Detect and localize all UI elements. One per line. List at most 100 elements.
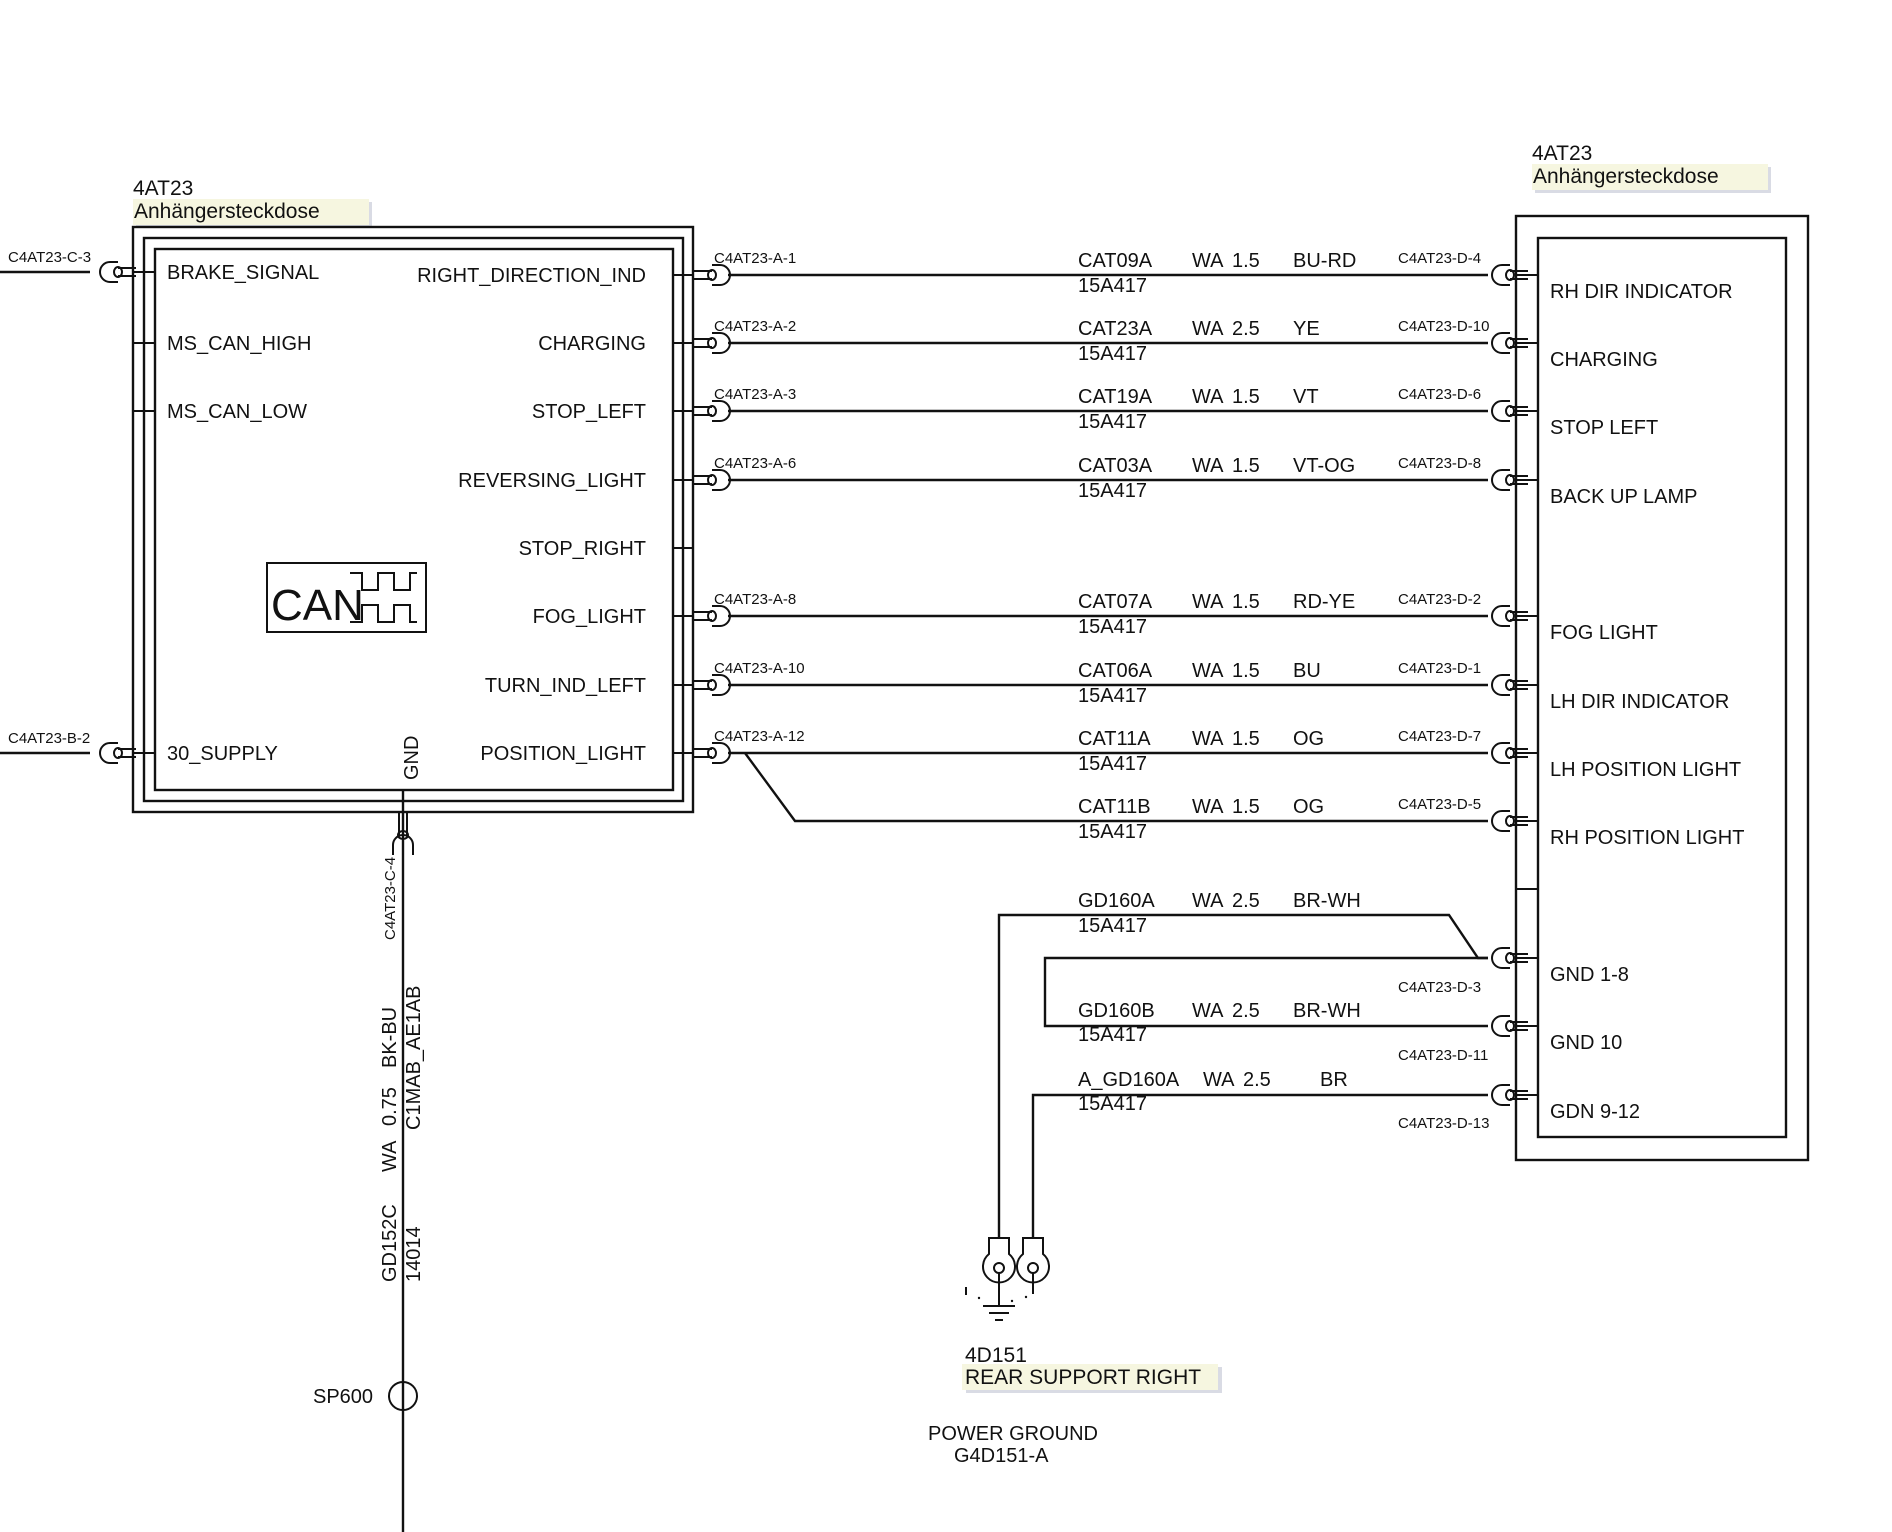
- wire-type: WA: [1192, 386, 1224, 408]
- right-pin[interactable]: STOP_RIGHT: [519, 538, 693, 560]
- wire-color: BU: [1293, 660, 1321, 682]
- wire-circuit: CAT11B: [1078, 796, 1151, 818]
- connector-icon: [99, 742, 136, 764]
- gnd-wire[interactable]: C4AT23-C-4 WA 0.75 BK-BU C1MAB_AE1AB GD1…: [379, 790, 425, 1532]
- right-pin[interactable]: RIGHT_DIRECTION_IND: [417, 265, 693, 287]
- wire-harness: 15A417: [1078, 480, 1147, 502]
- right-pin-label: REVERSING_LIGHT: [458, 470, 646, 492]
- right-pins: RIGHT_DIRECTION_IND CHARGING STOP_LEFT REVE…: [417, 265, 693, 765]
- wire-circuit: CAT03A: [1078, 455, 1153, 477]
- right-component-pin[interactable]: LH POSITION LIGHT: [1516, 752, 1741, 781]
- right-pin-label: STOP_LEFT: [532, 401, 646, 423]
- right-component-pin[interactable]: FOG LIGHT: [1516, 615, 1658, 644]
- ground-wire-size: 2.5: [1232, 890, 1260, 912]
- ground-wire-size: 2.5: [1243, 1069, 1271, 1091]
- connector-icon: [1491, 947, 1528, 969]
- right-pin[interactable]: CHARGING: [538, 333, 693, 355]
- wire-harness: 15A417: [1078, 753, 1147, 775]
- wire-size: 1.5: [1232, 386, 1260, 408]
- right-pin[interactable]: TURN_IND_LEFT: [485, 675, 693, 697]
- ground-wire-harness: 15A417: [1078, 915, 1147, 937]
- right-component-pin[interactable]: GND 10: [1516, 1025, 1622, 1054]
- connector-icon: [694, 742, 731, 764]
- wire-circuit: CAT09A: [1078, 250, 1153, 272]
- left-pin[interactable]: MS_CAN_LOW: [133, 401, 307, 423]
- right-component-pin[interactable]: STOP LEFT: [1516, 410, 1658, 439]
- wire-to-connector: C4AT23-D-6: [1398, 386, 1481, 403]
- earth-ground-icon: [965, 1287, 1028, 1321]
- ground-wire-to-connector: C4AT23-D-13: [1398, 1115, 1489, 1132]
- right-component-pin-label: CHARGING: [1550, 349, 1658, 371]
- ground-point-id: 4D151: [965, 1344, 1027, 1367]
- left-component-name-highlight: [133, 199, 369, 225]
- connector-icon: [1491, 1084, 1528, 1106]
- right-component-pin[interactable]: GND 1-8: [1516, 957, 1629, 986]
- right-pin-label: CHARGING: [538, 333, 646, 355]
- wire-size: 1.5: [1232, 250, 1260, 272]
- gnd-wire-circuit: GD152C: [379, 1204, 401, 1282]
- right-pin[interactable]: STOP_LEFT: [532, 401, 693, 423]
- connector-icon: [99, 261, 136, 283]
- right-component-pin-label: LH POSITION LIGHT: [1550, 759, 1741, 781]
- right-component-pin[interactable]: LH DIR INDICATOR: [1516, 684, 1729, 713]
- right-component-pin-label: GND 10: [1550, 1032, 1622, 1054]
- right-component-pin-label: GND 1-8: [1550, 964, 1629, 986]
- wire-to-connector: C4AT23-D-4: [1398, 250, 1481, 267]
- right-pin[interactable]: POSITION_LIGHT: [480, 743, 693, 765]
- right-component-pin[interactable]: RH POSITION LIGHT: [1516, 820, 1744, 849]
- connector-icon: [1491, 1015, 1528, 1037]
- right-pin[interactable]: FOG_LIGHT: [533, 606, 693, 628]
- right-pin-label: STOP_RIGHT: [519, 538, 646, 560]
- ground-wire-harness: 15A417: [1078, 1093, 1147, 1115]
- ground-wire-circuit: GD160B: [1078, 1000, 1155, 1022]
- ground-point[interactable]: 4D151 REAR SUPPORT RIGHT POWER GROUND G4…: [928, 1237, 1222, 1467]
- connector-icon: [694, 332, 731, 354]
- left-component[interactable]: 4AT23 Anhängersteckdose CAN GND: [131, 177, 695, 814]
- right-component-pin-label: LH DIR INDICATOR: [1550, 691, 1729, 713]
- wire-from-connector: C4AT23-A-6: [714, 455, 796, 472]
- ground-wire-harness: 15A417: [1078, 1024, 1147, 1046]
- left-component-id: 4AT23: [133, 177, 193, 200]
- gnd-pin-label: GND: [401, 736, 423, 780]
- left-pin[interactable]: MS_CAN_HIGH: [133, 333, 311, 355]
- right-component-pin[interactable]: BACK UP LAMP: [1516, 479, 1697, 508]
- right-component[interactable]: 4AT23 Anhängersteckdose: [1514, 142, 1810, 1162]
- wire-size: 1.5: [1232, 455, 1260, 477]
- gnd-wire-color: BK-BU: [379, 1007, 401, 1068]
- right-component-pin[interactable]: GDN 9-12: [1516, 1094, 1640, 1123]
- left-pin-connector-label: C4AT23-B-2: [8, 730, 90, 747]
- wire-circuit: CAT23A: [1078, 318, 1153, 340]
- gnd-wire-type: WA: [379, 1140, 401, 1172]
- ground-wire-color: BR-WH: [1293, 890, 1361, 912]
- wire-harness: 15A417: [1078, 411, 1147, 433]
- ground-wire-to-connector: C4AT23-D-11: [1398, 1047, 1488, 1064]
- ground-point-name-highlight: [962, 1364, 1218, 1390]
- connector-icon: [1491, 332, 1528, 354]
- wire-from-connector: C4AT23-A-1: [714, 250, 796, 267]
- ground-wire-circuit: A_GD160A: [1078, 1069, 1180, 1091]
- left-box-middle: [142, 236, 685, 803]
- can-label: CAN: [271, 581, 364, 630]
- ground-wire-circuit: GD160A: [1078, 890, 1155, 912]
- right-pin[interactable]: REVERSING_LIGHT: [458, 470, 693, 492]
- right-component-pin[interactable]: RH DIR INDICATOR: [1516, 274, 1733, 303]
- splice-sp600[interactable]: SP600: [313, 1381, 418, 1411]
- right-component-pin[interactable]: CHARGING: [1516, 342, 1658, 371]
- left-component-name: Anhängersteckdose: [134, 200, 320, 223]
